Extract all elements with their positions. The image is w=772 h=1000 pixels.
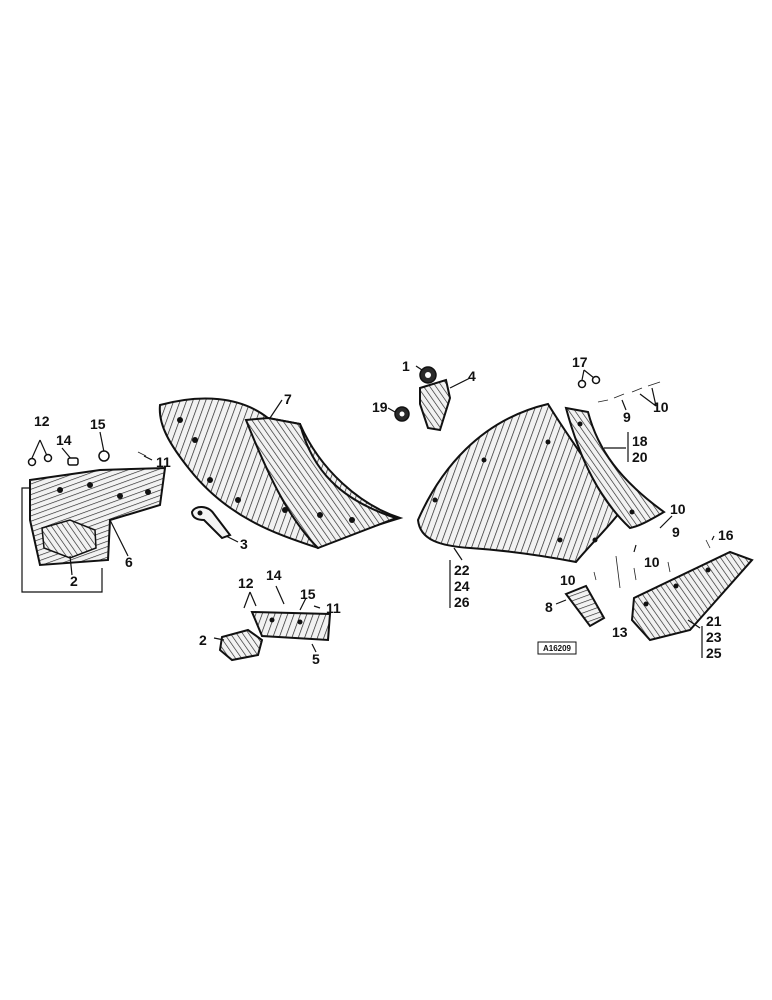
shin-18-20 xyxy=(564,406,666,530)
callout-2-lower: 2 xyxy=(199,632,207,648)
callout-2-upper: 2 xyxy=(70,573,78,589)
moldboard-22-24-26 xyxy=(416,402,622,564)
share-21-23-25 xyxy=(630,550,754,642)
brace-3 xyxy=(190,506,239,543)
washer-1 xyxy=(415,365,437,384)
washer-19 xyxy=(387,406,410,422)
callout-5: 5 xyxy=(312,651,320,667)
callout-4: 4 xyxy=(468,368,476,384)
callout-8: 8 xyxy=(545,599,553,615)
drawing-code-text: A16209 xyxy=(543,644,572,653)
callout-7: 7 xyxy=(284,391,292,407)
callout-15-upper: 15 xyxy=(90,416,106,432)
callout-13: 13 xyxy=(612,624,628,640)
callout-14-lower: 14 xyxy=(266,567,282,583)
callout-25: 25 xyxy=(706,645,722,661)
callout-16: 16 xyxy=(718,527,734,543)
bracket-4 xyxy=(419,377,471,432)
callout-12-upper: 12 xyxy=(34,413,50,429)
callout-22: 22 xyxy=(454,562,470,578)
frog-assembly-6 xyxy=(21,466,167,593)
callout-11-lower: 11 xyxy=(326,600,341,616)
callout-19: 19 xyxy=(372,399,388,415)
landside-group-lower xyxy=(213,585,332,662)
callout-24: 24 xyxy=(454,578,470,594)
callout-21: 21 xyxy=(706,613,722,629)
callout-14-upper: 14 xyxy=(56,432,72,448)
callout-12-lower: 12 xyxy=(238,575,254,591)
point-8 xyxy=(555,584,606,628)
callout-6: 6 xyxy=(125,554,133,570)
drawing-code-stamp: A16209 xyxy=(537,641,577,655)
moldboard-7 xyxy=(158,397,404,550)
callout-10-right: 10 xyxy=(670,501,686,517)
callout-23: 23 xyxy=(706,629,722,645)
callout-10-upper: 10 xyxy=(653,399,669,415)
callout-17: 17 xyxy=(572,354,588,370)
callout-1: 1 xyxy=(402,358,410,374)
callout-10-center: 10 xyxy=(560,572,576,588)
bolts-left-group xyxy=(27,431,153,467)
callout-26: 26 xyxy=(454,594,470,610)
callout-10-share: 10 xyxy=(644,554,660,570)
bolts-right-group xyxy=(577,369,715,589)
callout-20: 20 xyxy=(632,449,648,465)
callout-11-upper: 11 xyxy=(156,454,171,470)
callout-3: 3 xyxy=(240,536,248,552)
callout-15-lower: 15 xyxy=(300,586,316,602)
callout-9-lower: 9 xyxy=(672,524,680,540)
callout-9-upper: 9 xyxy=(623,409,631,425)
callout-18: 18 xyxy=(632,433,648,449)
